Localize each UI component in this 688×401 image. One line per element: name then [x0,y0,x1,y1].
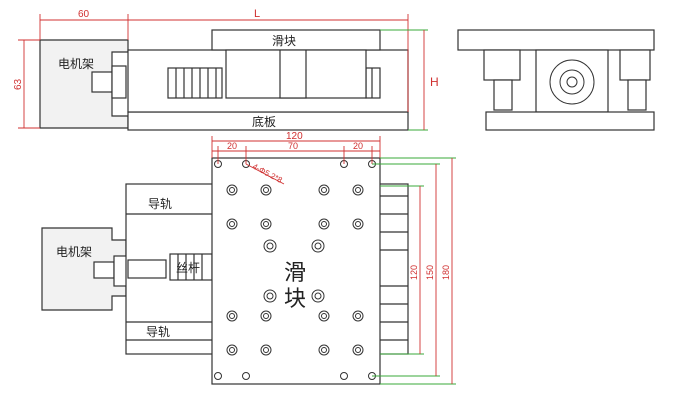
base-plate-label: 底板 [252,114,276,129]
dim-hole-spacing: 70 [288,141,298,151]
dim-edge-right: 20 [353,141,363,151]
dim-motor-height: 63 [13,78,24,90]
guide-rail-label-top: 导轨 [148,197,172,211]
slider-plate-label-2: 块 [284,287,306,312]
slider-side-body [225,49,367,99]
end-view-left-leg [493,79,513,111]
end-view-bearing-inner [566,76,578,88]
screw-label: 丝杆 [176,261,200,275]
motor-shaft [91,71,113,93]
slider-plate-label-1: 滑 [284,261,306,286]
side-view: 底板 滑块 电机架 60 [13,8,439,131]
slider-side-label: 滑块 [272,34,296,48]
dim-height-180: 180 [441,265,451,280]
mounting-holes [226,184,364,356]
screw-shaft-left [127,259,167,279]
motor-mount-side [39,39,129,129]
dim-total-height: H [430,75,439,89]
dim-edge-left: 20 [227,141,237,151]
rail-end-stubs [380,195,408,305]
end-view-base [485,111,655,131]
motor-shaft-top [93,261,115,279]
screw-label-box [169,253,213,281]
dim-plate-width: 120 [286,131,303,142]
end-view-left-block [483,49,521,81]
motor-mount-label-top: 电机架 [58,57,94,71]
motor-mount-label-bottom: 电机架 [56,245,92,259]
dim-total-length: L [254,8,260,20]
slider-plate [211,157,381,385]
dim-height-120: 120 [409,265,419,280]
dim-motor-length: 60 [78,9,90,20]
coupling [111,65,127,99]
end-view [457,29,655,131]
dim-height-150: 150 [425,265,435,280]
end-view-right-leg [627,79,647,111]
top-view: 电机架 导轨 导轨 丝杆 滑 块 [41,131,456,385]
end-view-top-plate [457,29,655,51]
end-view-right-block [619,49,651,81]
guide-rail-label-bottom: 导轨 [146,325,170,339]
